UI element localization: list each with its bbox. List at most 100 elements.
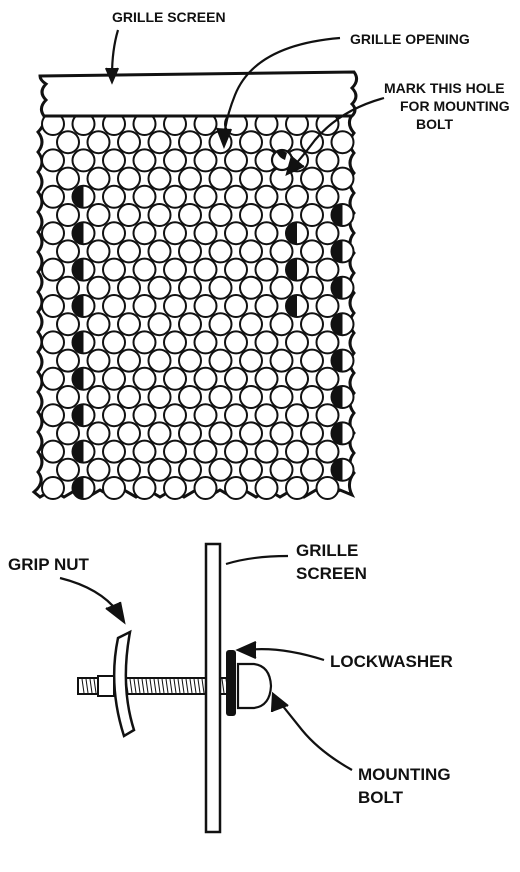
grille-hole [132, 148, 157, 173]
bolt-assembly [77, 542, 273, 834]
top-leaders [104, 29, 385, 177]
grille-hole [102, 330, 126, 355]
grille-hole [56, 348, 80, 373]
grille-hole [315, 366, 340, 391]
label-mark-hole-line1: MARK THIS HOLE [384, 80, 505, 96]
grille-hole [163, 439, 187, 464]
bolt-thread-line [161, 678, 165, 694]
grille-hole [178, 203, 202, 227]
grille-hole [269, 457, 294, 482]
grille-hole [56, 166, 80, 191]
grille-hole [56, 312, 80, 337]
bolt-thread-line [193, 678, 197, 694]
grille-hole [147, 239, 172, 264]
bolt-thread-line [145, 678, 149, 694]
grille-hole [193, 330, 218, 355]
grille-hole [224, 439, 248, 464]
grille-hole [102, 257, 126, 282]
grille-hole [285, 330, 309, 355]
grille-screen-bottom-leader [225, 554, 289, 566]
label-grille-screen-top: GRILLE SCREEN [112, 9, 226, 25]
grille-hole [117, 130, 141, 155]
grille-hole [208, 348, 233, 373]
grille-hole [102, 403, 126, 428]
grille-screen-panel [31, 70, 359, 500]
grille-hole [178, 312, 202, 337]
grille-hole [86, 312, 111, 337]
grille-hole [208, 275, 233, 300]
grille-hole [102, 184, 126, 209]
label-mark-hole-line3: BOLT [416, 116, 454, 132]
grille-hole [269, 275, 294, 300]
bolt-thread-line [133, 678, 137, 694]
bolt-thread-line [153, 678, 157, 694]
grille-hole [315, 403, 340, 428]
grille-hole [132, 403, 157, 428]
grille-hole [224, 476, 248, 500]
grille-hole [117, 166, 141, 191]
grille-hole [315, 148, 340, 173]
grille-hole [239, 203, 263, 227]
grille-hole [208, 312, 233, 337]
bolt-thread-line [129, 678, 133, 694]
grille-hole [163, 330, 187, 355]
grille-hole [178, 275, 202, 300]
grille-hole [41, 476, 65, 500]
grille-hole-shade [72, 331, 84, 354]
grille-hole [224, 366, 248, 391]
label-lockwasher: LOCKWASHER [330, 652, 453, 671]
bolt-thread-line [173, 678, 177, 694]
grille-hole [117, 457, 141, 482]
grille-hole [163, 476, 187, 500]
grille-hole-shade [331, 276, 343, 299]
grille-hole [239, 166, 263, 191]
grille-hole [117, 385, 141, 409]
grille-hole-shade [286, 222, 297, 245]
grille-hole [132, 366, 157, 391]
grille-hole [132, 221, 157, 246]
grille-hole [224, 184, 248, 209]
grille-hole [269, 203, 294, 227]
grille-hole [239, 130, 263, 155]
bolt-thread-line [81, 678, 85, 694]
grille-hole [178, 130, 202, 155]
grille-hole [41, 148, 65, 173]
label-grille-screen-bottom-line1: GRILLE [296, 541, 359, 560]
grille-hole-shade [331, 204, 343, 226]
grille-hole [163, 221, 187, 246]
grille-hole [315, 257, 340, 282]
grille-hole [285, 184, 309, 209]
grille-hole [86, 457, 111, 482]
grille-hole [41, 294, 65, 318]
lockwasher-leader-arrow [235, 640, 257, 660]
marked-hole-mark [276, 150, 287, 160]
grille-opening-leader [222, 36, 341, 141]
grille-hole [86, 385, 111, 409]
bolt-thread-line [165, 678, 169, 694]
grille-hole [132, 330, 157, 355]
grille-hole [239, 239, 263, 264]
grille-opening-leader-arrow [215, 127, 233, 149]
grille-hole [193, 403, 218, 428]
grille-hole [285, 439, 309, 464]
bolt-thread-line [185, 678, 189, 694]
grille-screen-edge [204, 542, 222, 834]
grille-hole [208, 239, 233, 264]
grille-hole [239, 385, 263, 409]
grille-hole-shade [331, 240, 343, 263]
grille-hole [86, 348, 111, 373]
grille-hole [86, 166, 111, 191]
grille-hole [117, 312, 141, 337]
bolt-thread-line [89, 678, 93, 694]
grille-hole [163, 257, 187, 282]
grille-hole [315, 184, 340, 209]
grille-hole [117, 239, 141, 264]
label-grip-nut: GRIP NUT [8, 555, 89, 574]
grille-hole [102, 148, 126, 173]
grille-hole [56, 421, 80, 446]
grille-hole [269, 348, 294, 373]
bolt-thread-line [197, 678, 201, 694]
grille-hole-shade [72, 404, 84, 427]
lockwasher [226, 650, 236, 716]
